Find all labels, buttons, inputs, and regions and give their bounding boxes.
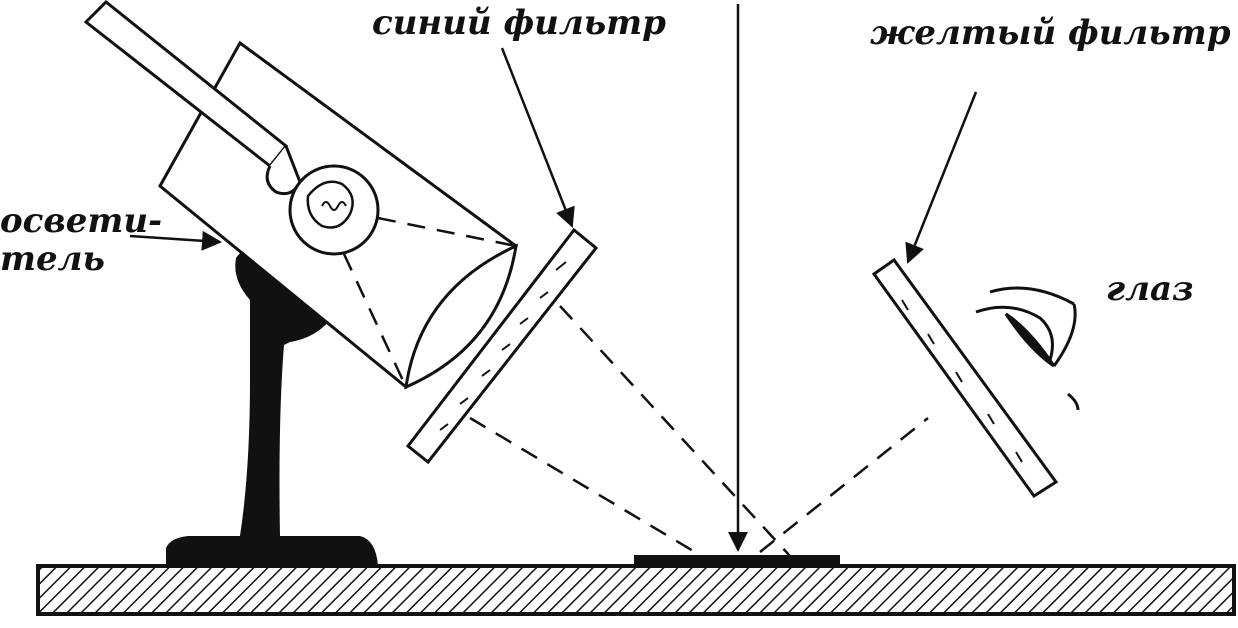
yellow-filter-label: желтый фильтр	[870, 13, 1231, 53]
illuminator-stand	[166, 247, 378, 566]
base-plate	[36, 564, 1236, 616]
illuminator	[83, 0, 519, 390]
illuminator-label-line1: освети-	[0, 201, 163, 241]
eye-icon	[975, 286, 1080, 411]
blue-filter	[405, 227, 599, 465]
yellow-filter	[871, 257, 1059, 499]
illuminator-pointer	[129, 230, 222, 251]
eye-label: глаз	[1106, 269, 1194, 309]
illuminator-label-line2: тель	[0, 239, 105, 279]
light-rays	[342, 216, 929, 557]
yellow-filter-pointer	[905, 91, 978, 264]
illuminator-label: освети- тель	[0, 202, 162, 278]
leader-arrows	[129, 4, 978, 552]
specimen	[634, 555, 840, 567]
condenser-lens	[404, 243, 518, 390]
blue-filter-pointer	[500, 47, 575, 228]
blue-filter-label: синий фильтр	[372, 3, 666, 43]
